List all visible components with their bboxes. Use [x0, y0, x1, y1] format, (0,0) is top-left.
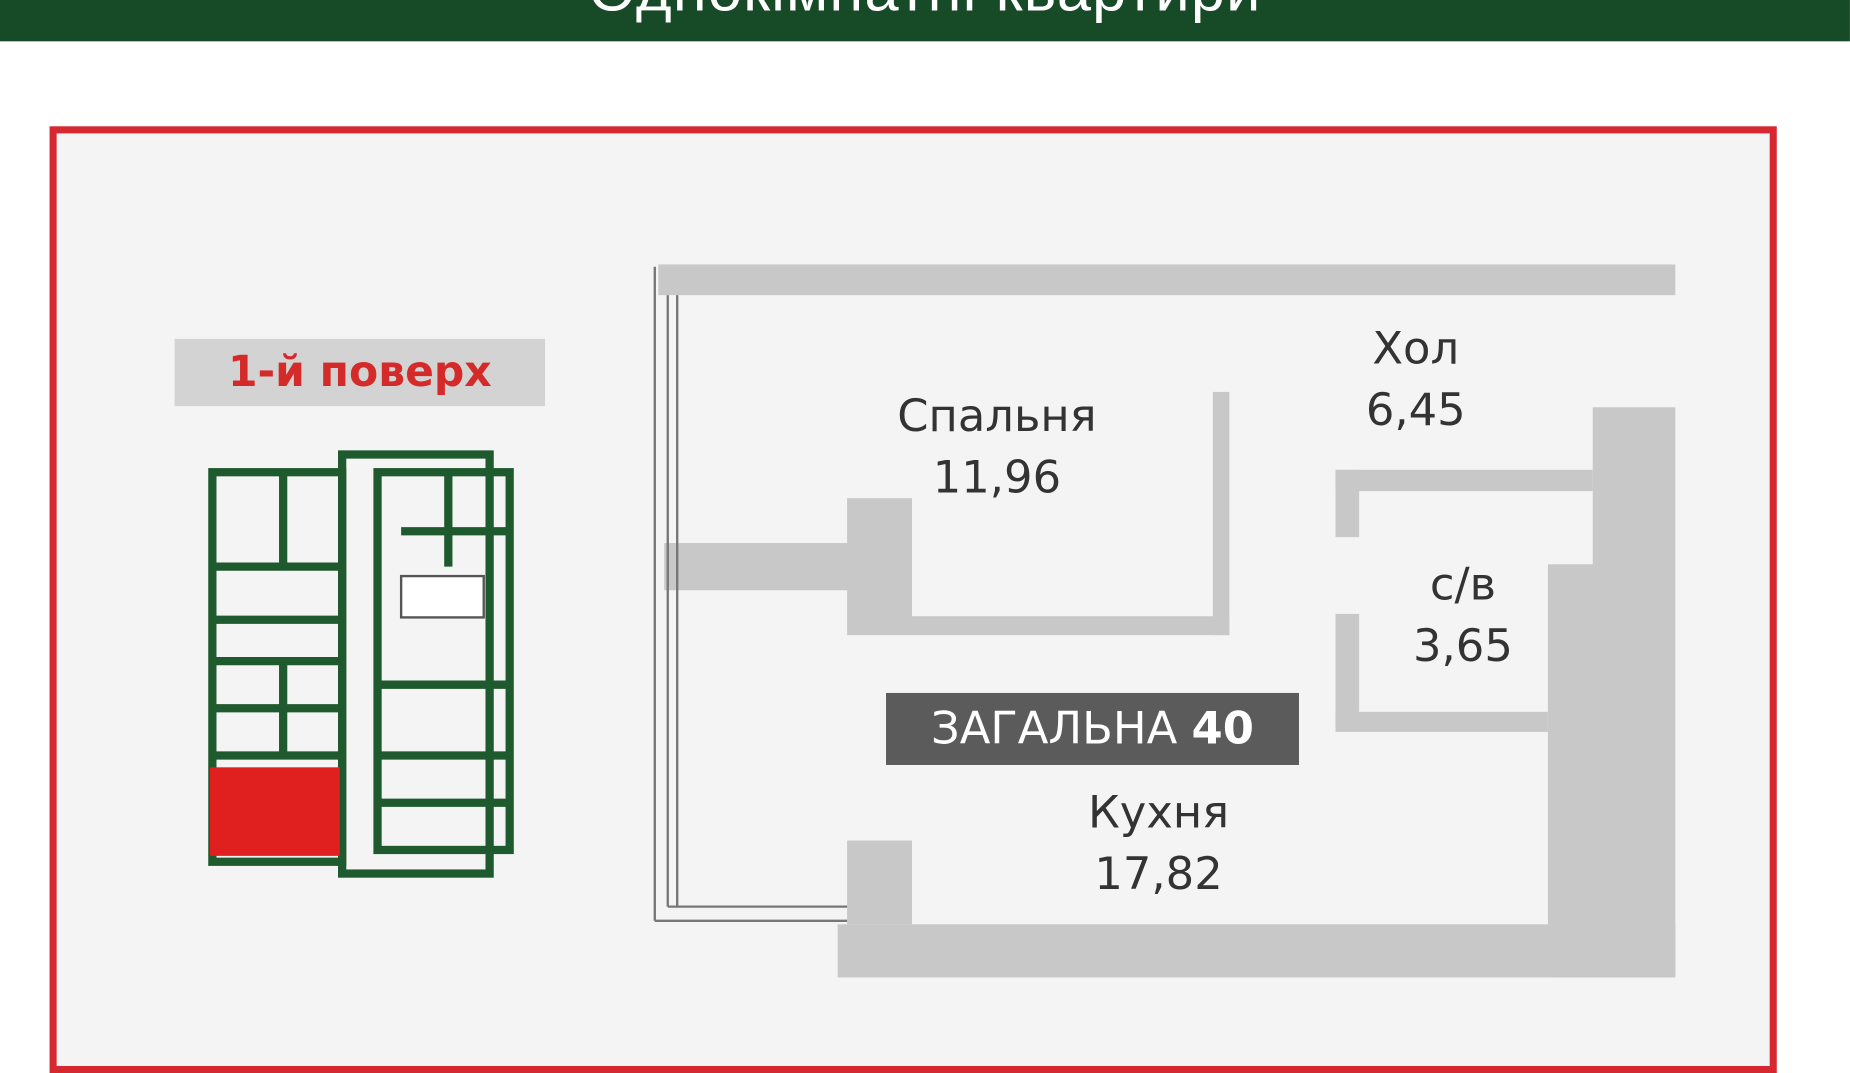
page-title: Однокімнатні квартири: [0, 0, 1850, 26]
room-area: 17,82: [1094, 847, 1223, 900]
room-bathroom: с/в 3,65: [1286, 554, 1640, 677]
room-bedroom: Спальня 11,96: [820, 385, 1174, 508]
room-name: с/в: [1429, 558, 1497, 611]
room-area: 6,45: [1365, 383, 1466, 436]
floor-plan: [208, 264, 1676, 978]
room-area: 11,96: [932, 450, 1062, 503]
room-hall: Хол 6,45: [1239, 318, 1593, 441]
mini-building-plan: [208, 450, 514, 878]
floor-label: 1-й поверх: [174, 338, 546, 407]
total-label: ЗАГАЛЬНА: [931, 702, 1178, 755]
room-kitchen: Кухня 17,82: [982, 781, 1336, 904]
room-area: 3,65: [1413, 619, 1513, 672]
total-value: 40: [1191, 702, 1254, 755]
stairs-icon: [399, 574, 485, 619]
total-area-badge: ЗАГАЛЬНА 40: [886, 692, 1299, 765]
highlighted-apartment: [210, 767, 340, 856]
walls: [658, 264, 1676, 978]
room-name: Хол: [1372, 322, 1460, 375]
header-banner: Однокімнатні квартири: [0, 0, 1850, 42]
exterior-wall: [653, 266, 848, 922]
room-name: Кухня: [1087, 786, 1230, 839]
room-name: Спальня: [897, 389, 1097, 442]
